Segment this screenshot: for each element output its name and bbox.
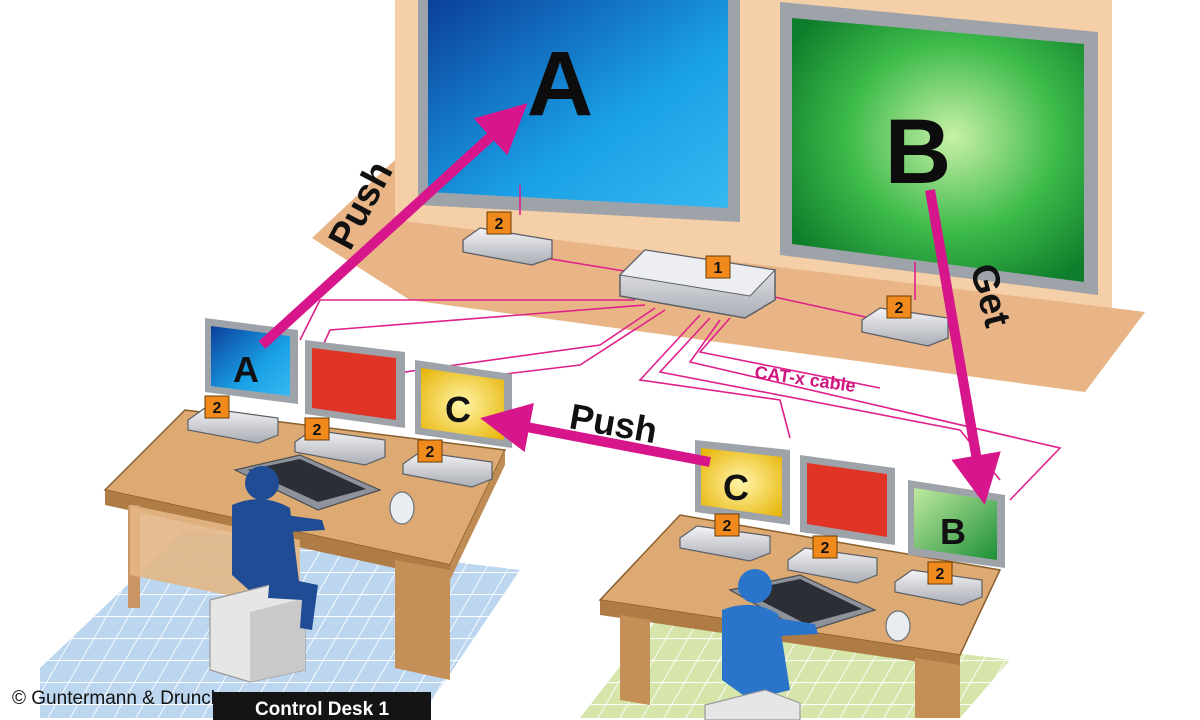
extender-desk2-1: 2 (679, 513, 771, 562)
floor-desk-2 (580, 615, 1010, 718)
desk2-monitor-b: B (908, 480, 1005, 568)
desk1-monitor-a-label: A (233, 349, 259, 390)
wall-monitor-b-label: B (885, 101, 951, 203)
extender-desk1-3: 2 (402, 439, 493, 488)
cable-label: CAT-x cable (753, 362, 856, 396)
desk2-monitor-c: C (695, 440, 790, 525)
extender-desk1-2: 2 (294, 417, 386, 466)
desk1-monitor-c-label: C (445, 389, 471, 430)
extender-desk2-1-badge: 2 (723, 518, 732, 535)
extender-wall-left: 2 (462, 211, 553, 266)
desk2-monitor-red (800, 455, 895, 545)
extender-desk2-3: 2 (894, 561, 983, 606)
extender-wall-right-badge: 2 (895, 300, 904, 317)
operator-desk-2 (704, 569, 818, 720)
extender-desk1-3-badge: 2 (426, 444, 435, 461)
extender-wall-left-badge: 2 (495, 216, 504, 233)
wall-monitor-a-label: A (527, 33, 593, 135)
desk2-monitor-c-label: C (723, 467, 749, 508)
extender-desk2-2-badge: 2 (821, 540, 830, 557)
push-label-middle: Push (567, 396, 661, 452)
push-arrow-to-wall (258, 103, 528, 349)
matrix-switch-badge: 1 (714, 260, 723, 277)
wall-monitor-a: A (418, 0, 740, 222)
extender-desk1-2-badge: 2 (313, 422, 322, 439)
desk1-monitor-c: C (415, 360, 512, 448)
extender-wall-right: 2 (861, 295, 949, 347)
extender-desk2-2: 2 (787, 535, 878, 584)
extender-desk1-1: 2 (187, 395, 279, 444)
control-desk-1-caption: Control Desk 1 (213, 692, 431, 720)
desk1-monitor-red (305, 340, 405, 428)
copyright-notice: © Guntermann & Drunck (12, 688, 221, 709)
matrix-switch: 1 (618, 249, 777, 319)
wall-monitor-b: B (780, 2, 1098, 295)
extender-desk2-3-badge: 2 (936, 566, 945, 583)
push-arrow-between-desks (480, 402, 711, 467)
get-arrow-from-wall (925, 189, 1001, 505)
operator-desk-1 (209, 466, 325, 683)
desk2-monitor-b-label: B (940, 511, 966, 552)
extender-desk1-1-badge: 2 (213, 400, 222, 417)
